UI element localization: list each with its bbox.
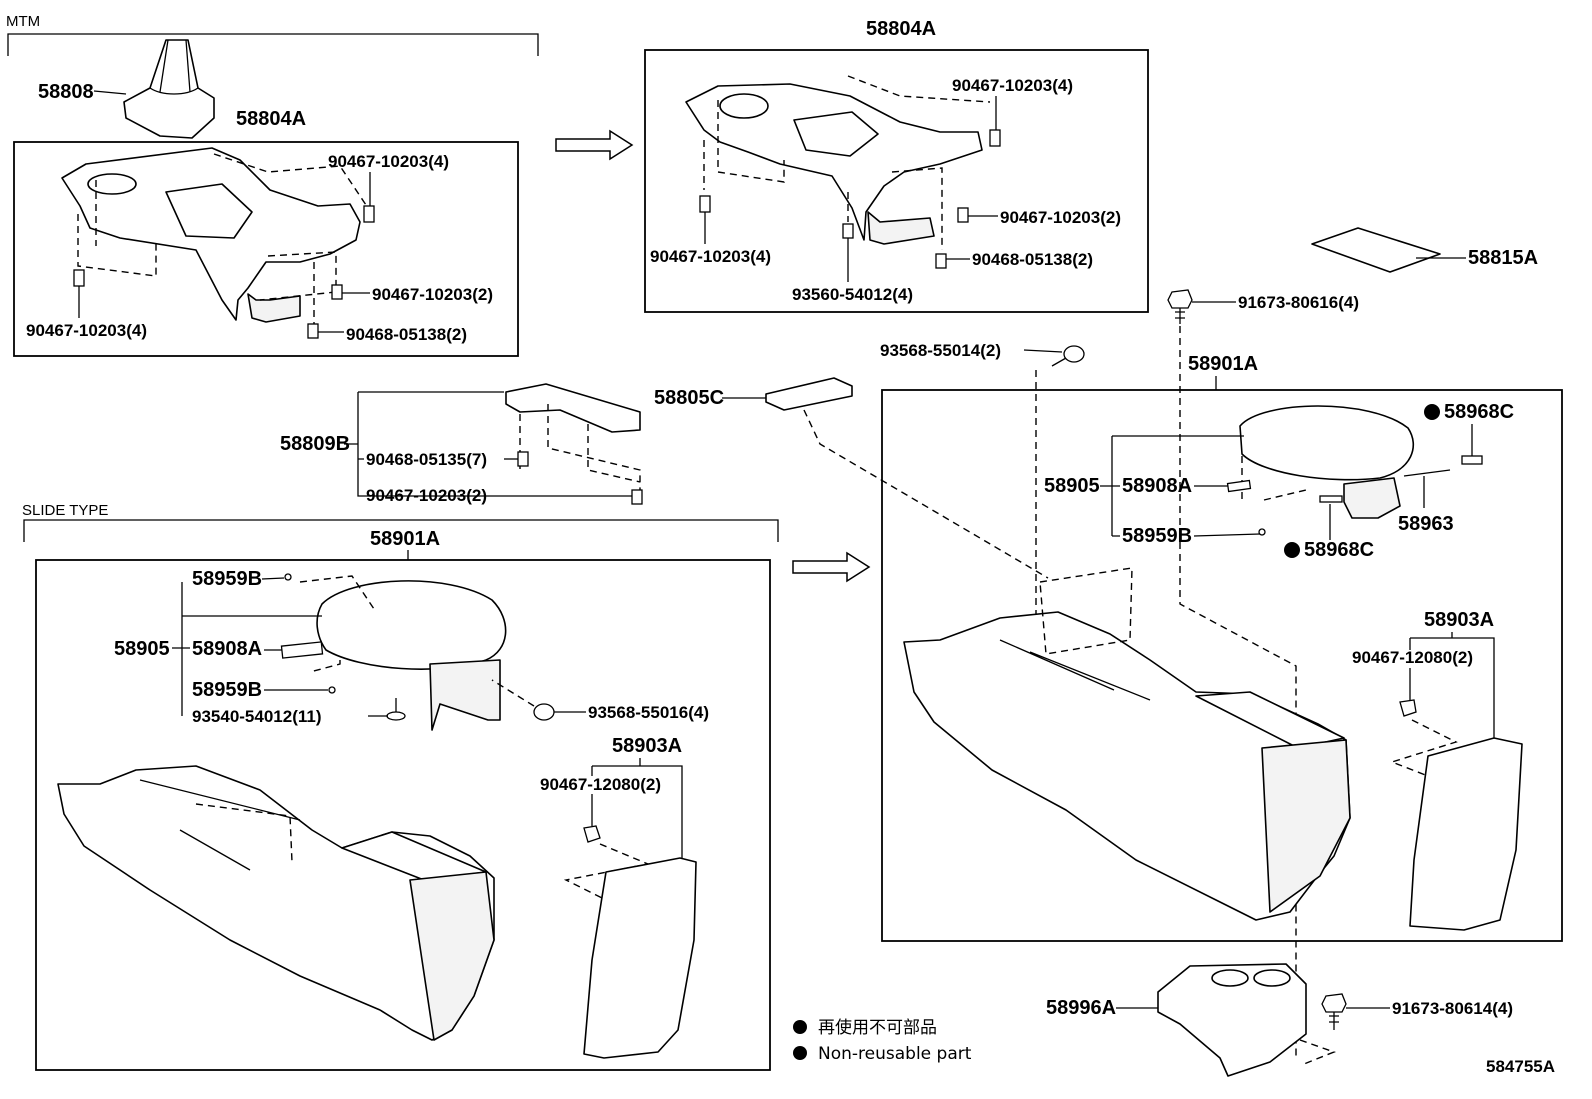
- label-58804a-top: 58804A: [866, 18, 936, 40]
- pin-icon: [1461, 455, 1483, 465]
- side-panel-left: [583, 857, 697, 1059]
- section-title-mtm: MTM: [6, 13, 40, 30]
- label-58901a-right: 58901A: [1188, 353, 1258, 375]
- console-bracket: [505, 383, 643, 505]
- bolt-icon: [386, 698, 406, 721]
- label-screw-55014: 93568-55014(2): [880, 341, 1001, 360]
- screw-icon: [491, 679, 555, 721]
- label-mtm-clip-4-top: 90467-10203(4): [328, 152, 449, 171]
- label-58968c-bottom: 58968C: [1304, 539, 1374, 561]
- bolt-icon: [1321, 993, 1347, 1030]
- label-clip-10203-2-mid: 90467-10203(2): [366, 486, 487, 505]
- label-58968c-top: 58968C: [1444, 401, 1514, 423]
- clip-icon: [73, 205, 375, 339]
- shaft-58963: [1403, 469, 1451, 477]
- slide-bracket: [23, 519, 779, 542]
- label-58996a: 58996A: [1046, 997, 1116, 1019]
- label-58804a-left: 58804A: [236, 108, 306, 130]
- armrest-right: [1239, 405, 1414, 519]
- label-58905-left: 58905: [114, 638, 170, 660]
- label-r-clip-05138: 90468-05138(2): [972, 250, 1093, 269]
- label-clip-05135: 90468-05135(7): [366, 450, 487, 469]
- label-bolt-80616: 91673-80616(4): [1238, 293, 1359, 312]
- label-58959b-left-bottom: 58959B: [192, 679, 262, 701]
- label-58905-right: 58905: [1044, 475, 1100, 497]
- non-reusable-marker-icon: [1424, 404, 1440, 420]
- label-58903a-right: 58903A: [1424, 609, 1494, 631]
- shift-boot: [123, 39, 215, 139]
- screw-icon: [1051, 345, 1085, 367]
- label-58808: 58808: [38, 81, 94, 103]
- console-mat: [1311, 227, 1441, 273]
- right-arrow-icon: [792, 551, 871, 583]
- console-box-left: [57, 765, 495, 1041]
- label-clip-12080-left: 90467-12080(2): [540, 775, 661, 794]
- console-lid-cover: [765, 377, 853, 411]
- label-mtm-clip-4-left: 90467-10203(4): [26, 321, 147, 340]
- label-58959b-left-top: 58959B: [192, 568, 262, 590]
- non-reusable-marker-icon: [793, 1046, 807, 1060]
- armrest-left: [299, 575, 507, 731]
- pin-icon: [1319, 495, 1343, 503]
- label-58959b-right: 58959B: [1122, 525, 1192, 547]
- clip-icon: [1399, 699, 1417, 717]
- label-58805c: 58805C: [654, 387, 724, 409]
- non-reusable-marker-icon: [793, 1020, 807, 1034]
- legend-non-reusable-en: Non-reusable part: [818, 1044, 972, 1064]
- label-screw-93540: 93540-54012(11): [192, 707, 322, 726]
- label-58908a-left: 58908A: [192, 638, 262, 660]
- right-arrow-icon: [555, 129, 634, 161]
- label-r-screw-93560: 93560-54012(4): [792, 285, 913, 304]
- label-58908a-right: 58908A: [1122, 475, 1192, 497]
- label-screw-55016: 93568-55016(4): [588, 703, 709, 722]
- mtm-box: [13, 141, 519, 357]
- label-58901a-left: 58901A: [370, 528, 440, 550]
- mtm-alt-box: [644, 49, 1149, 313]
- label-58809b: 58809B: [280, 433, 350, 455]
- side-panel-right: [1409, 737, 1523, 931]
- figure-id: 584755A: [1486, 1057, 1555, 1076]
- shift-panel-right: [685, 75, 991, 250]
- label-58963: 58963: [1398, 513, 1454, 535]
- label-mtm-clip-05138: 90468-05138(2): [346, 325, 467, 344]
- label-58815a: 58815A: [1468, 247, 1538, 269]
- label-58903a-left: 58903A: [612, 735, 682, 757]
- non-reusable-marker-icon: [1284, 542, 1300, 558]
- console-lower-bracket: [1157, 963, 1336, 1077]
- mtm-bracket: [7, 33, 539, 56]
- label-mtm-clip-2: 90467-10203(2): [372, 285, 493, 304]
- label-bolt-80614: 91673-80614(4): [1392, 999, 1513, 1018]
- section-title-slide-type: SLIDE TYPE: [22, 502, 108, 519]
- label-r-clip-4-left: 90467-10203(4): [650, 247, 771, 266]
- slide-box: [35, 559, 771, 1071]
- label-r-clip-2: 90467-10203(2): [1000, 208, 1121, 227]
- legend-non-reusable-jp: 再使用不可部品: [818, 1017, 937, 1038]
- shift-panel-left: [61, 147, 373, 330]
- label-r-clip-4-top: 90467-10203(4): [952, 76, 1073, 95]
- console-box-right: [903, 567, 1351, 921]
- hinge-plate: [1226, 479, 1252, 493]
- bolt-icon: [1167, 289, 1193, 324]
- slide-alt-box: [881, 389, 1563, 942]
- clip-icon: [583, 825, 601, 843]
- hinge-plate: [280, 641, 324, 659]
- label-clip-12080-right: 90467-12080(2): [1352, 648, 1473, 667]
